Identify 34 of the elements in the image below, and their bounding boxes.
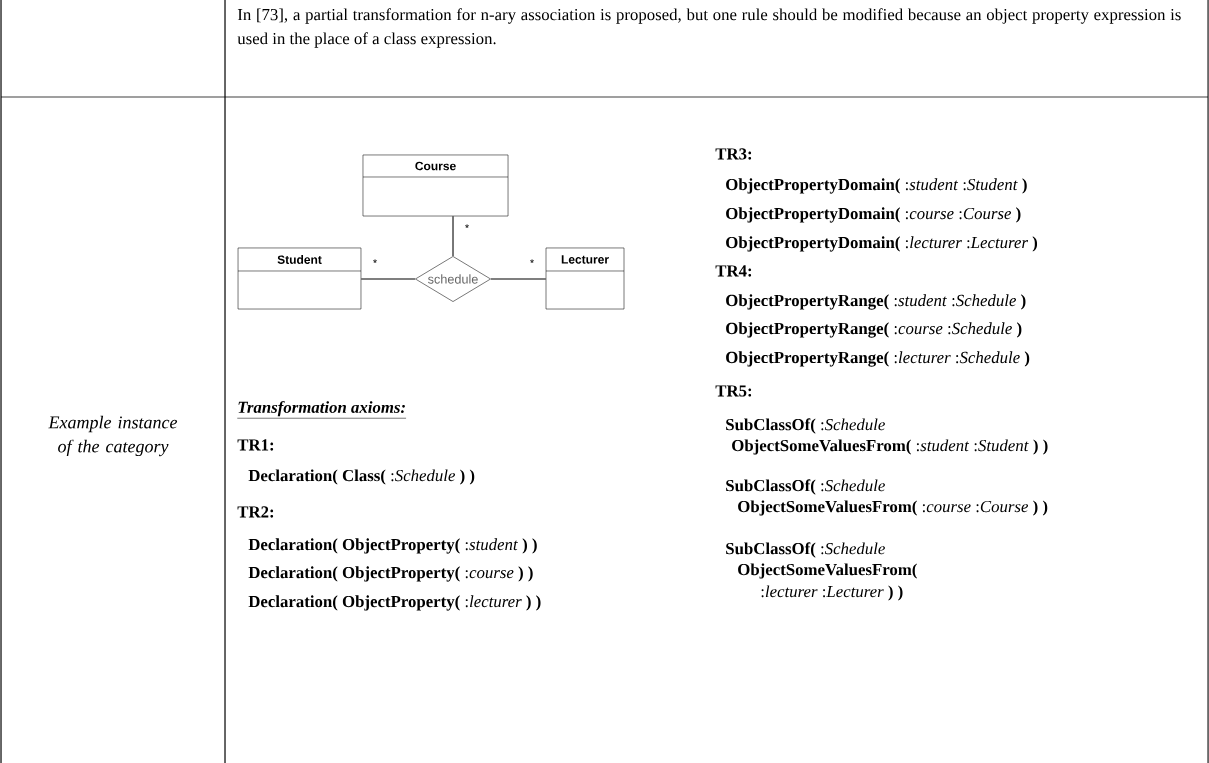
- axiom-text: ObjectPropertyRange( :course :Schedule ): [726, 322, 1022, 338]
- axiom-text: ObjectSomeValuesFrom( :course :Course ) ): [738, 500, 1048, 516]
- description-text: In [73], a partial transformation for n-ary association is proposed, but one rule should be modified because an object property expression is used in the place of a class expression.: [237, 8, 1181, 48]
- axiom-text: SubClassOf( :Schedule: [726, 542, 885, 558]
- axiom-text: Declaration( ObjectProperty( :student ) ): [248, 538, 537, 554]
- section-heading: Transformation axioms:: [237, 400, 407, 419]
- class-box: Student: [237, 247, 362, 310]
- rule-heading: TR5:: [715, 385, 752, 397]
- rule-heading: TR1:: [237, 439, 274, 451]
- connector-line: [360, 278, 416, 280]
- axiom-text: :lecturer :Lecturer ) ): [761, 585, 903, 601]
- connector-line: [490, 278, 547, 280]
- axiom-text: ObjectPropertyRange( :student :Schedule ): [726, 294, 1026, 310]
- rule-heading: TR3:: [715, 148, 752, 160]
- axiom-text: ObjectPropertyDomain( :lecturer :Lecturer ): [726, 236, 1038, 252]
- axiom-text: ObjectSomeValuesFrom( :student :Student ) ): [732, 439, 1048, 455]
- connector-line: [452, 215, 454, 257]
- rule-heading: TR4:: [715, 265, 752, 277]
- rule-heading: TR2:: [237, 506, 274, 518]
- axiom-text: Declaration( Class( :Schedule ) ): [248, 469, 475, 485]
- axiom-text: SubClassOf( :Schedule: [726, 418, 885, 434]
- multiplicity-label: *: [373, 259, 377, 264]
- axiom-text: ObjectPropertyRange( :lecturer :Schedule ): [726, 351, 1030, 367]
- row-heading: Example instance of the category: [48, 415, 178, 457]
- axiom-text: Declaration( ObjectProperty( :lecturer ) ): [248, 595, 541, 611]
- axiom-text: Declaration( ObjectProperty( :course ) ): [248, 566, 533, 582]
- multiplicity-label: *: [465, 224, 469, 229]
- multiplicity-label: *: [530, 259, 534, 264]
- axiom-text: ObjectPropertyDomain( :student :Student ): [726, 178, 1027, 194]
- axiom-text: SubClassOf( :Schedule: [726, 479, 885, 495]
- class-box: Lecturer: [545, 247, 625, 310]
- class-box: Course: [362, 154, 509, 217]
- axiom-text: ObjectPropertyDomain( :course :Course ): [726, 207, 1021, 223]
- axiom-text: ObjectSomeValuesFrom(: [738, 563, 917, 579]
